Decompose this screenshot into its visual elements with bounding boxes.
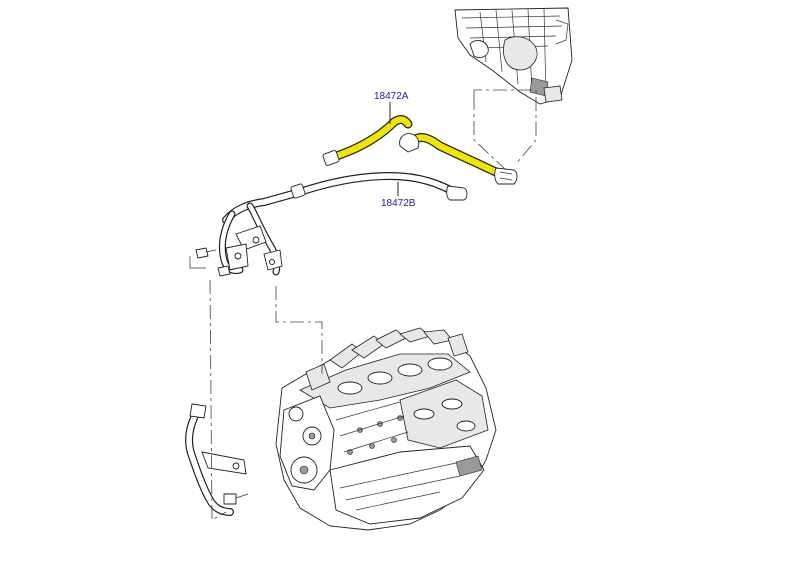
- callout-18472b: 18472B: [381, 198, 416, 209]
- lower-coolant-tube: [185, 403, 249, 516]
- hose-18472a: [322, 115, 518, 185]
- tube-bracket-assembly: [218, 202, 283, 276]
- heater-core-assembly: [454, 7, 573, 105]
- bolt-fasteners: [189, 247, 239, 277]
- engine-block: [275, 327, 497, 531]
- callout-leaders: [389, 102, 399, 196]
- callout-18472a: 18472A: [374, 91, 409, 102]
- hose-18472b: [222, 172, 468, 224]
- leader-lines: [209, 89, 537, 521]
